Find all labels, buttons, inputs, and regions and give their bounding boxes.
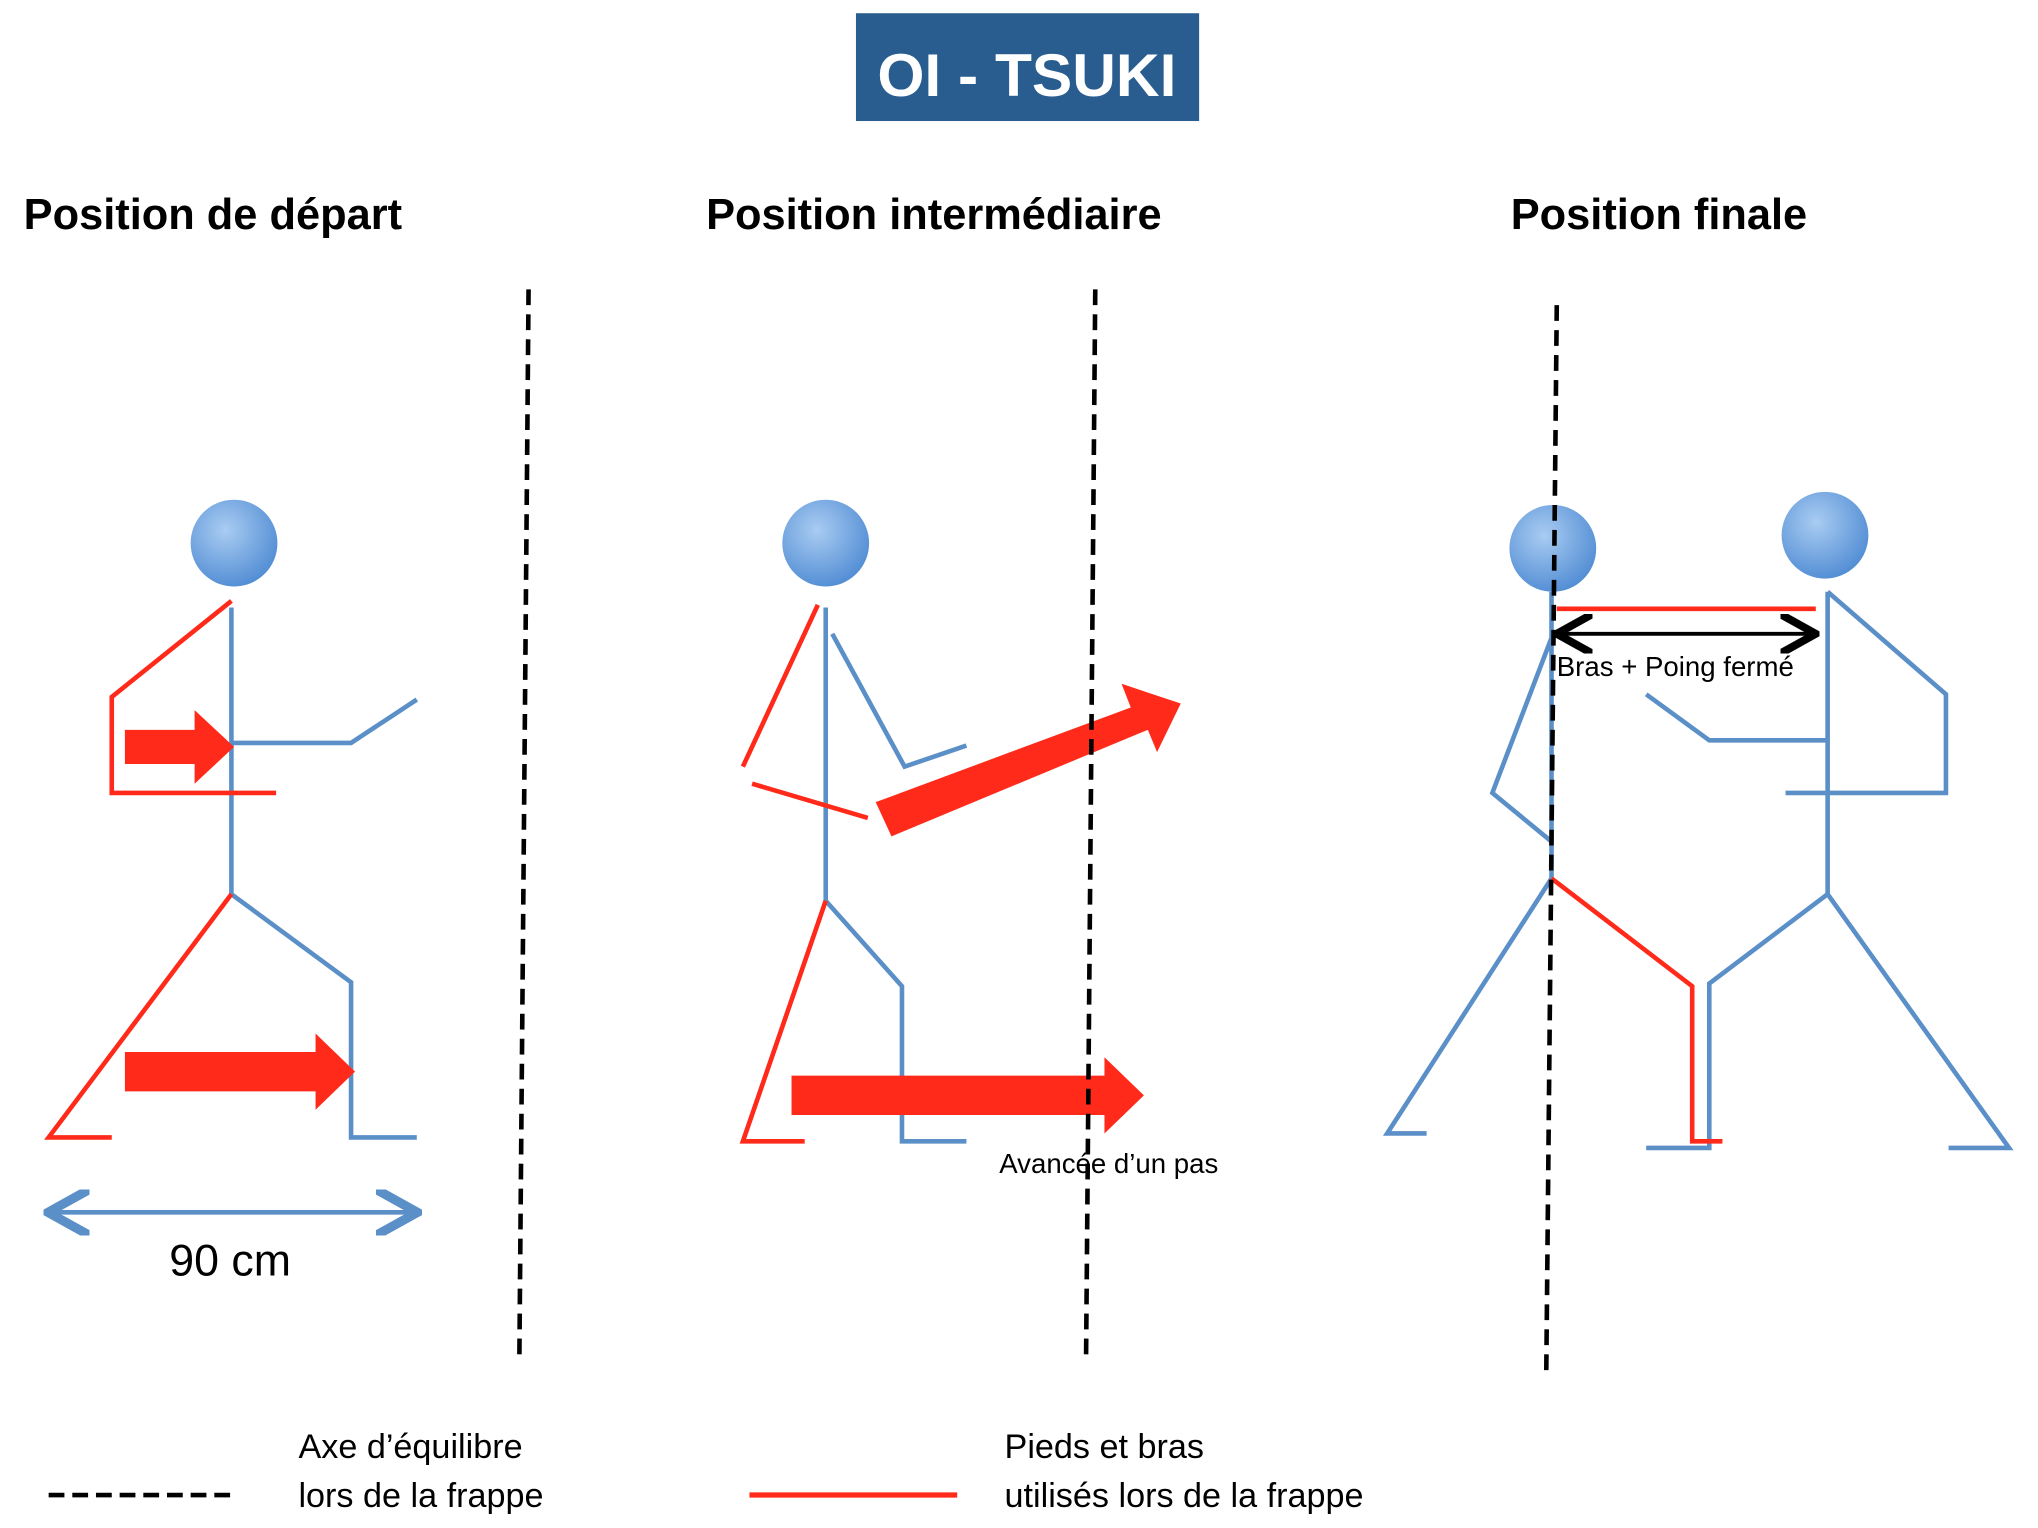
head — [190, 499, 278, 587]
head-left — [1509, 504, 1597, 592]
reach-label: Bras + Poing fermé — [1557, 651, 1794, 682]
heading-final: Position finale — [1511, 191, 1807, 239]
figure-start: 90 cm — [49, 499, 417, 1285]
legend-axis-line1: Axe d’équilibre — [298, 1428, 522, 1466]
title: OI - TSUKI — [877, 41, 1176, 109]
punch-arrow — [875, 683, 1181, 837]
step-arrow — [791, 1057, 1144, 1134]
head — [782, 499, 870, 587]
leg-arrow — [124, 1033, 356, 1110]
legend-red-line2: utilisés lors de la frappe — [1005, 1477, 1364, 1515]
balance-axis-2 — [1083, 289, 1098, 1359]
title-box: OI - TSUKI — [855, 13, 1200, 122]
figure-final: Bras + Poing fermé — [1382, 491, 2014, 1151]
heading-start: Position de départ — [24, 191, 402, 239]
figure-intermediate: Avancée d’un pas — [739, 499, 1218, 1179]
legend-axis-line2: lors de la frappe — [298, 1477, 543, 1515]
legend: Axe d’équilibre lors de la frappe Pieds … — [48, 1428, 1364, 1515]
heading-intermediate: Position intermédiaire — [706, 191, 1162, 239]
legend-red-line1: Pieds et bras — [1005, 1428, 1204, 1466]
stance-width-label: 90 cm — [169, 1236, 291, 1285]
step-label: Avancée d’un pas — [999, 1148, 1218, 1179]
arm-arrow — [124, 710, 235, 784]
head-right — [1781, 491, 1869, 579]
balance-axis-1 — [517, 289, 531, 1359]
balance-axis-3 — [1543, 305, 1560, 1375]
